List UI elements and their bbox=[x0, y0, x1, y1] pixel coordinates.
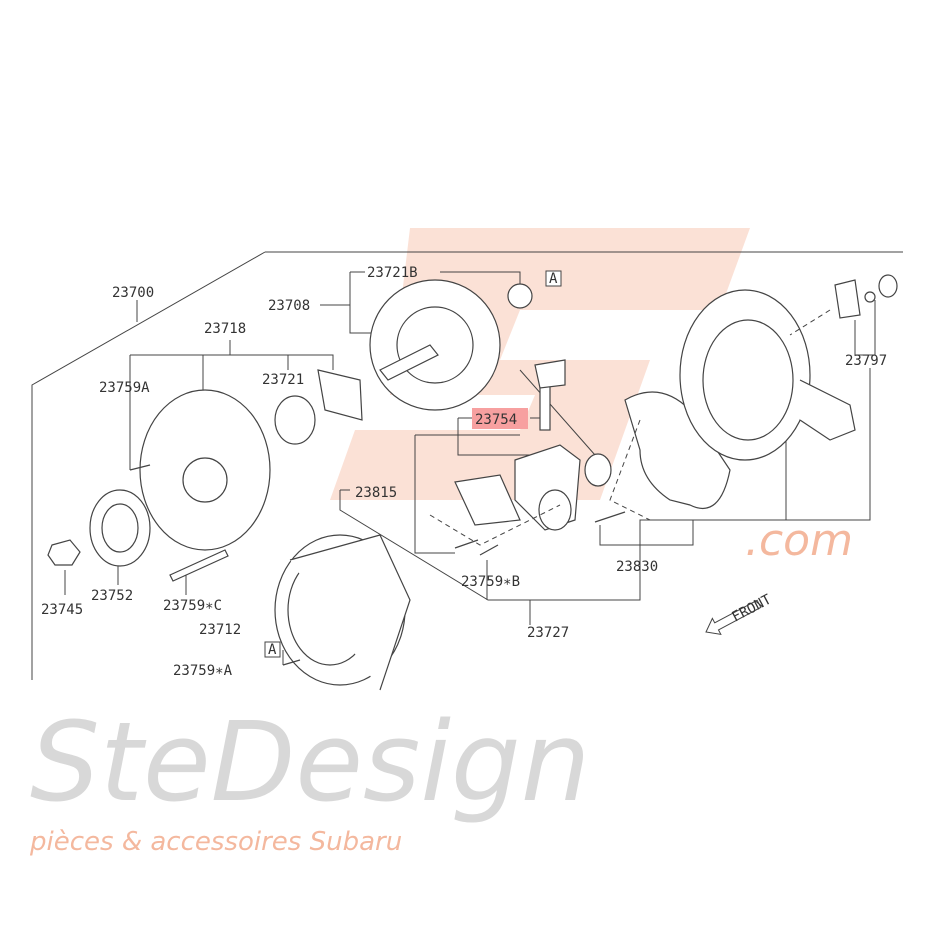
ref-a-bottom: A bbox=[268, 642, 277, 658]
watermark-brand: SteDesign bbox=[30, 698, 590, 826]
ref-a-top-box bbox=[545, 270, 562, 287]
label-23712[interactable]: 23712 bbox=[199, 622, 241, 638]
rectifier-part bbox=[594, 391, 731, 523]
label-23745[interactable]: 23745 bbox=[41, 602, 83, 618]
label-23700[interactable]: 23700 bbox=[112, 285, 154, 301]
front-arrow-icon bbox=[705, 599, 762, 635]
ref-a-bottom-box bbox=[264, 641, 281, 658]
regulator-part bbox=[429, 359, 612, 556]
label-23830[interactable]: 23830 bbox=[616, 559, 658, 575]
label-23815[interactable]: 23815 bbox=[355, 485, 397, 501]
rear-cover-part bbox=[679, 274, 898, 461]
label-23797[interactable]: 23797 bbox=[845, 353, 887, 369]
label-23754[interactable]: 23754 bbox=[475, 412, 517, 428]
label-23727[interactable]: 23727 bbox=[527, 625, 569, 641]
watermark-domain: .com bbox=[745, 515, 853, 566]
label-23718[interactable]: 23718 bbox=[204, 321, 246, 337]
label-23721B[interactable]: 23721B bbox=[367, 265, 418, 281]
label-23759B[interactable]: 23759∗B bbox=[461, 574, 520, 590]
stator-part bbox=[274, 534, 411, 691]
label-23721[interactable]: 23721 bbox=[262, 372, 304, 388]
front-label: FRONT bbox=[729, 591, 774, 625]
label-23752[interactable]: 23752 bbox=[91, 588, 133, 604]
highlight-23754 bbox=[472, 408, 528, 429]
label-23708[interactable]: 23708 bbox=[268, 298, 310, 314]
watermark-tagline: pièces & accessoires Subaru bbox=[29, 827, 402, 857]
label-23759C[interactable]: 23759∗C bbox=[163, 598, 222, 614]
label-23759A-star[interactable]: 23759∗A bbox=[173, 663, 233, 679]
front-cover-part bbox=[47, 369, 363, 582]
ref-a-top: A bbox=[549, 271, 558, 287]
label-23759A[interactable]: 23759A bbox=[99, 380, 150, 396]
rotor-part bbox=[369, 279, 533, 411]
